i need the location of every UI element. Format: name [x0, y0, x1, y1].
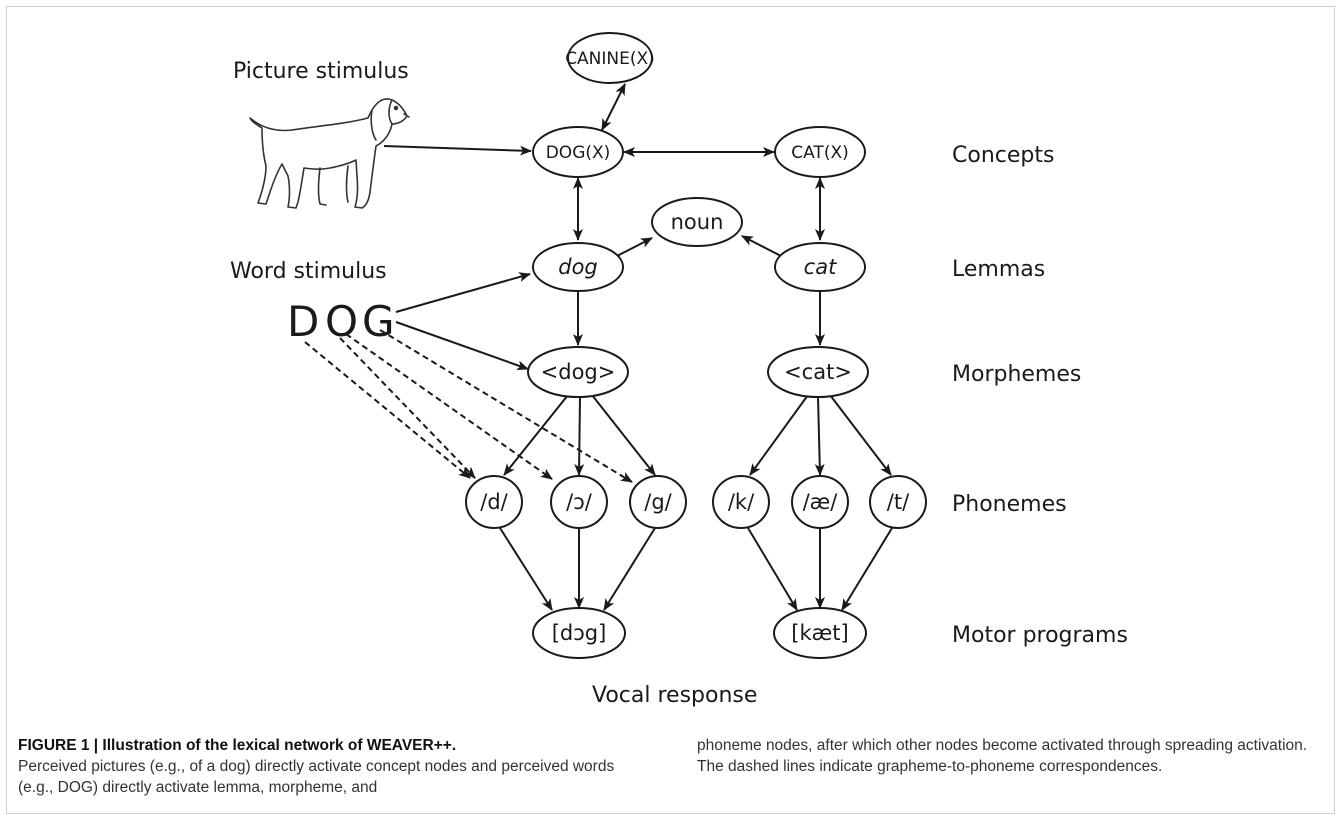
node-phoneme-t: /t/ [869, 475, 927, 529]
node-cat-morpheme: <cat> [767, 346, 869, 398]
svg-text:/g/: /g/ [644, 490, 672, 514]
edge-k-motor [747, 527, 798, 611]
edge-dogm-d [503, 394, 569, 476]
level-concepts: Concepts [952, 143, 1054, 168]
node-noun: noun [651, 197, 743, 247]
svg-text:/ɔ/: /ɔ/ [566, 490, 593, 514]
word-letter-g: G [362, 297, 395, 346]
level-lemmas: Lemmas [952, 257, 1045, 282]
node-cat-concept: CAT(X) [774, 126, 866, 178]
node-motor-cat: [kæt] [773, 607, 867, 659]
svg-text:<dog>: <dog> [541, 360, 616, 384]
node-dog-concept: DOG(X) [532, 126, 624, 178]
level-motor-programs: Motor programs [952, 623, 1128, 648]
node-phoneme-o: /ɔ/ [550, 475, 608, 529]
dashed-O-d [339, 337, 476, 479]
edge-picture-dogconcept [383, 145, 532, 156]
word-letter-o: O [325, 297, 358, 346]
edge-g-motor [603, 527, 656, 611]
figure-frame [6, 6, 1335, 814]
level-morphemes: Morphemes [952, 362, 1081, 387]
svg-text:CANINE(X): CANINE(X) [565, 49, 655, 69]
node-phoneme-k: /k/ [712, 475, 770, 529]
svg-text:DOG(X): DOG(X) [546, 143, 611, 163]
edge-catm-k [749, 394, 809, 476]
node-cat-lemma: cat [774, 242, 866, 292]
svg-text:CAT(X): CAT(X) [791, 143, 848, 163]
edge-word-dogmorpheme [395, 321, 529, 371]
svg-text:noun: noun [671, 210, 724, 234]
node-phoneme-d: /d/ [465, 475, 523, 529]
edge-dogm-o [574, 396, 585, 476]
edge-dogm-g [591, 394, 656, 476]
svg-text:/d/: /d/ [480, 490, 508, 514]
node-phoneme-g: /g/ [629, 475, 687, 529]
svg-text:/k/: /k/ [728, 490, 755, 514]
svg-text:<cat>: <cat> [784, 360, 852, 384]
vocal-response-label: Vocal response [592, 683, 757, 708]
svg-text:[dɔg]: [dɔg] [552, 621, 607, 645]
edge-catm-t [829, 394, 892, 476]
picture-stimulus-label: Picture stimulus [233, 59, 409, 84]
edge-t-motor [841, 527, 893, 611]
word-letter-d: D [287, 297, 319, 346]
edge-dog-canine [601, 83, 626, 131]
node-motor-dog: [dɔg] [532, 607, 626, 659]
dashed-D-d [304, 341, 471, 479]
svg-text:cat: cat [804, 255, 837, 279]
svg-text:/t/: /t/ [887, 490, 910, 514]
edge-catlemma-noun [741, 235, 782, 257]
edge-d-motor [499, 527, 553, 611]
dog-picture [249, 98, 410, 209]
svg-text:/æ/: /æ/ [803, 490, 839, 514]
node-canine: CANINE(X) [565, 32, 655, 84]
edge-doglemma-noun [616, 237, 653, 257]
node-phoneme-ae: /æ/ [791, 475, 849, 529]
dashed-O-o [345, 333, 553, 480]
edge-catm-ae [814, 396, 825, 476]
svg-text:[kæt]: [kæt] [791, 621, 848, 645]
dashed-G-g [379, 329, 633, 483]
level-phonemes: Phonemes [952, 492, 1067, 517]
edge-word-doglemma [395, 272, 531, 313]
svg-text:dog: dog [558, 255, 598, 279]
node-dog-morpheme: <dog> [527, 346, 629, 398]
word-stimulus-label: Word stimulus [230, 259, 387, 284]
node-dog-lemma: dog [532, 242, 624, 292]
